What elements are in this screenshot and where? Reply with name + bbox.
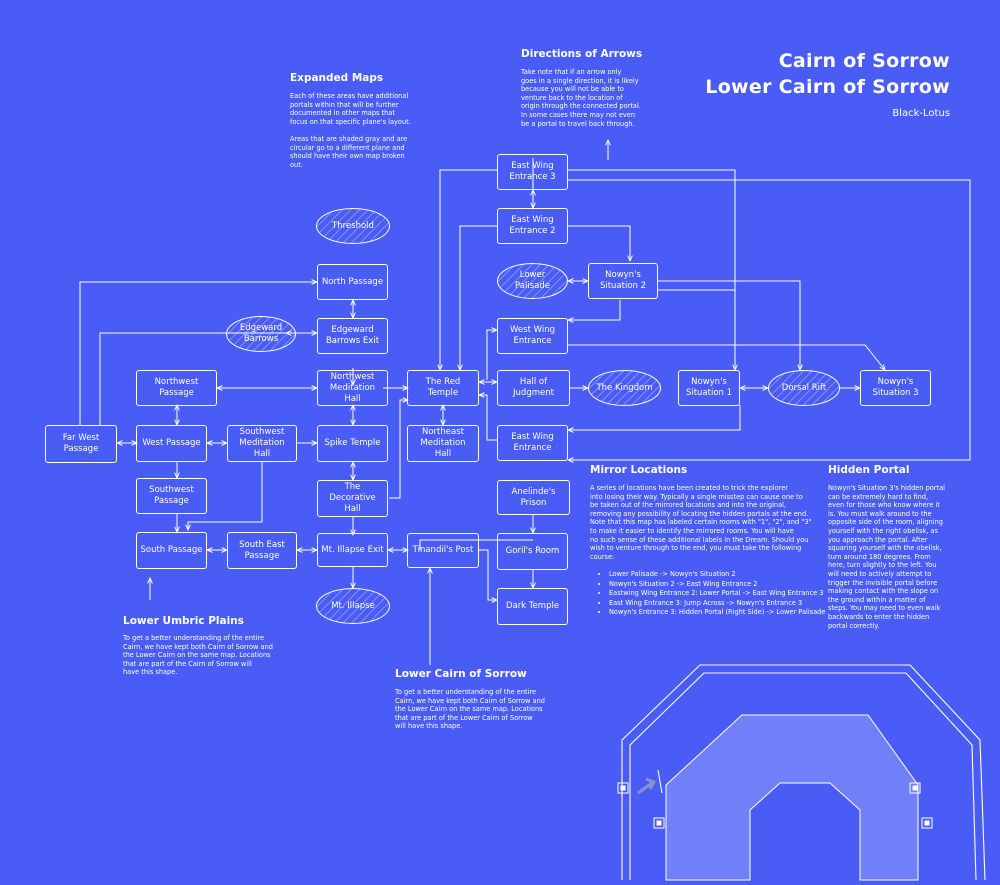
node-southwest-meditation-hall: Southwest Meditation Hall (227, 425, 297, 462)
link-tinandil-dark (479, 549, 497, 600)
link-ewe3-red-temple (440, 169, 497, 370)
node-threshold: Threshold (316, 208, 390, 244)
node-east-wing-entrance-2: East Wing Entrance 2 (497, 208, 568, 244)
link-ewe2-red-temple (460, 225, 497, 370)
node-nowyns-situation-1: Nowyn's Situation 1 (678, 370, 740, 406)
mirror-locations-heading: Mirror Locations (590, 464, 688, 476)
node-southwest-passage: Southwest Passage (136, 478, 207, 514)
directions-heading: Directions of Arrows (521, 48, 643, 60)
obelisk-left-core (620, 785, 626, 791)
mirror-step: Nowyn's Entrance 3: Hidden Portal (Right… (609, 608, 827, 617)
lower-umbric-body: To get a better understanding of the ent… (123, 634, 273, 677)
node-far-west-passage: Far West Passage (45, 425, 117, 463)
obelisk-lower-left-core (656, 820, 662, 826)
node-nowyns-situation-3: Nowyn's Situation 3 (860, 370, 931, 406)
mirror-step: East Wing Entrance 3: Jump Across -> Now… (609, 599, 827, 608)
obelisk-lower-right-icon (921, 817, 933, 829)
link-decorative-red-temple (389, 400, 408, 499)
link-ewe3-ewe (568, 179, 971, 460)
link-nowyn2-dorsal (658, 280, 800, 370)
room-slope-floor (665, 714, 919, 881)
room-outline-inner (629, 672, 977, 881)
expanded-maps-heading: Expanded Maps (290, 72, 384, 84)
author-credit: Black-Lotus (892, 108, 950, 119)
obelisk-left-icon (617, 782, 629, 794)
expanded-maps-body: Each of these areas have additional port… (290, 92, 411, 169)
node-hall-of-judgment: Hall of Judgment (497, 370, 570, 406)
mirror-step: Eastwing Wing Entrance 2: Lower Portal -… (609, 589, 827, 598)
mirror-steps-list: Lower Palisade -> Nowyn's Situation 2 No… (597, 570, 827, 618)
hidden-portal-room-sketch (617, 664, 986, 881)
lower-umbric-heading: Lower Umbric Plains (123, 615, 244, 627)
node-nowyns-situation-2: Nowyn's Situation 2 (588, 263, 658, 299)
node-dorsal-rift: Dorsal Rift (768, 370, 840, 406)
node-west-passage: West Passage (136, 425, 207, 462)
title-line2: Lower Cairn of Sorrow (705, 76, 950, 98)
approach-arrow-head (645, 777, 657, 790)
title-line1: Cairn of Sorrow (778, 50, 950, 72)
lower-cairn-body: To get a better understanding of the ent… (395, 688, 545, 731)
lower-cairn-heading: Lower Cairn of Sorrow (395, 668, 527, 680)
link-nowyn1-ewe (568, 405, 741, 430)
node-tinandils-post: Tinandil's Post (407, 533, 479, 568)
link-west-wing-nowyn3 (568, 344, 885, 370)
node-northeast-meditation-hall: Northeast Meditation Hall (407, 425, 479, 462)
node-edgeward-barrows: Edgeward Barrows (226, 316, 296, 352)
mirror-locations-body: A series of locations have been created … (590, 484, 812, 561)
link-nowyn2-west-wing (568, 300, 621, 320)
obelisk-right-core (912, 785, 918, 791)
link-red-temple-west-wing (486, 330, 497, 380)
node-east-wing-entrance-3: East Wing Entrance 3 (497, 154, 568, 190)
link-nowyn2-nowyn1 (658, 289, 736, 370)
obelisk-lower-right-core (924, 820, 930, 826)
node-edgeward-barrows-exit: Edgeward Barrows Exit (317, 318, 388, 354)
node-spike-temple: Spike Temple (317, 425, 388, 462)
link-ewe2-nowyn2 (568, 225, 630, 261)
node-south-east-passage: South East Passage (227, 532, 297, 569)
node-the-decorative-hall: The Decorative Hall (317, 480, 388, 517)
node-the-kingdom: The Kingdom (588, 370, 661, 406)
node-west-wing-entrance: West Wing Entrance (497, 318, 568, 354)
node-lower-palisade: Lower Palisade (497, 263, 568, 299)
portal-mark (657, 769, 663, 794)
node-the-red-temple: The Red Temple (407, 370, 479, 406)
node-mt-illapse-exit: Mt. Illapse Exit (317, 533, 388, 567)
node-gorils-room: Goril's Room (497, 533, 568, 570)
room-outline (621, 664, 986, 881)
node-dark-temple: Dark Temple (497, 588, 568, 625)
hidden-portal-heading: Hidden Portal (828, 464, 910, 476)
node-east-wing-entrance: East Wing Entrance (497, 425, 568, 461)
obelisk-lower-left-icon (653, 817, 665, 829)
node-south-passage: South Passage (136, 532, 207, 569)
hidden-portal-body: Nowyn's Situation 3's hidden portal can … (828, 484, 945, 630)
approach-arrow-icon (637, 781, 653, 795)
node-north-passage: North Passage (317, 264, 388, 300)
directions-body: Take note that if an arrow only goes in … (521, 68, 641, 128)
node-northwest-passage: Northwest Passage (136, 370, 217, 406)
node-northwest-meditation-hall: Northwest Meditation Hall (317, 370, 388, 406)
mirror-step: Nowyn's Situation 2 -> East Wing Entranc… (609, 580, 827, 589)
mirror-step: Lower Palisade -> Nowyn's Situation 2 (609, 570, 827, 579)
obelisk-right-icon (909, 782, 921, 794)
node-anelindes-prison: Anelinde's Prison (497, 480, 570, 515)
link-ewe-red-temple (479, 395, 497, 441)
node-mt-illapse: Mt. Illapse (316, 588, 390, 624)
